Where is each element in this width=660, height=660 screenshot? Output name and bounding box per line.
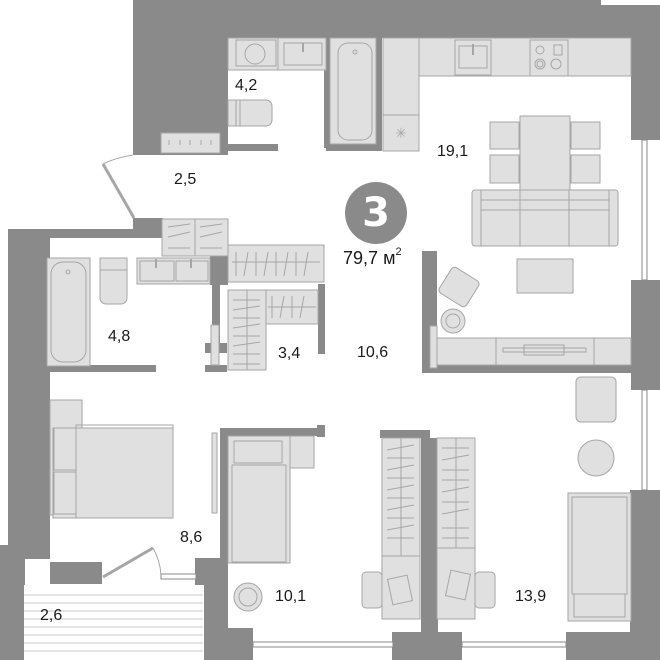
svg-text:✳: ✳ bbox=[395, 126, 407, 142]
hall-furniture bbox=[101, 132, 229, 257]
coffee-table bbox=[516, 258, 574, 294]
rooms-count: 3 bbox=[362, 190, 390, 236]
single-bed bbox=[227, 435, 291, 564]
rooms-count-badge: 3 bbox=[345, 182, 407, 244]
toilet-icon bbox=[99, 257, 128, 305]
entrance-door bbox=[101, 163, 136, 219]
entrance-door-arc bbox=[102, 154, 134, 165]
area-label-bathroom: 4,8 bbox=[108, 328, 131, 345]
bathtub-icon bbox=[337, 42, 373, 141]
kitchen-fixtures: ✳ bbox=[382, 37, 632, 152]
bed-13-9 bbox=[567, 492, 632, 622]
balcony-deck bbox=[24, 586, 203, 660]
bathtub-icon bbox=[50, 261, 87, 363]
room-10-1-furniture bbox=[227, 435, 315, 612]
document-icon bbox=[386, 574, 414, 606]
toilet-icon bbox=[227, 99, 273, 127]
bath-fixtures bbox=[46, 257, 220, 367]
total-area-exp: 2 bbox=[395, 246, 402, 258]
sofa bbox=[471, 189, 619, 247]
washing-machine-icon bbox=[244, 43, 266, 65]
stove-icon bbox=[529, 39, 569, 77]
double-bed bbox=[52, 427, 174, 519]
round-table bbox=[577, 439, 615, 477]
bedroom-furniture bbox=[49, 399, 218, 580]
area-label-balcony: 2,6 bbox=[40, 607, 63, 624]
area-label-hall: 2,5 bbox=[174, 171, 197, 188]
wardrobe-shelves bbox=[227, 244, 325, 371]
wc-fixtures bbox=[227, 37, 377, 145]
balcony-door bbox=[102, 546, 154, 579]
total-area-value: 79,7 bbox=[343, 248, 379, 268]
area-label-room-13-9: 13,9 bbox=[515, 588, 547, 605]
area-label-bedroom: 8,6 bbox=[180, 529, 203, 546]
area-label-room-10-1: 10,1 bbox=[275, 588, 307, 605]
area-label-kitchen-living: 19,1 bbox=[437, 143, 469, 160]
document-icon bbox=[444, 569, 472, 601]
area-label-wc: 4,2 bbox=[235, 77, 258, 94]
total-area: 79,7 м2 bbox=[343, 246, 402, 269]
total-area-unit: м bbox=[383, 248, 396, 268]
armchair-2 bbox=[575, 376, 617, 423]
armchair bbox=[438, 266, 480, 308]
area-label-wardrobe: 3,4 bbox=[278, 345, 301, 362]
area-label-corridor: 10,6 bbox=[357, 344, 389, 361]
room-13-9-furniture bbox=[361, 376, 632, 622]
living-furniture bbox=[429, 115, 632, 369]
dining-table bbox=[519, 115, 571, 191]
